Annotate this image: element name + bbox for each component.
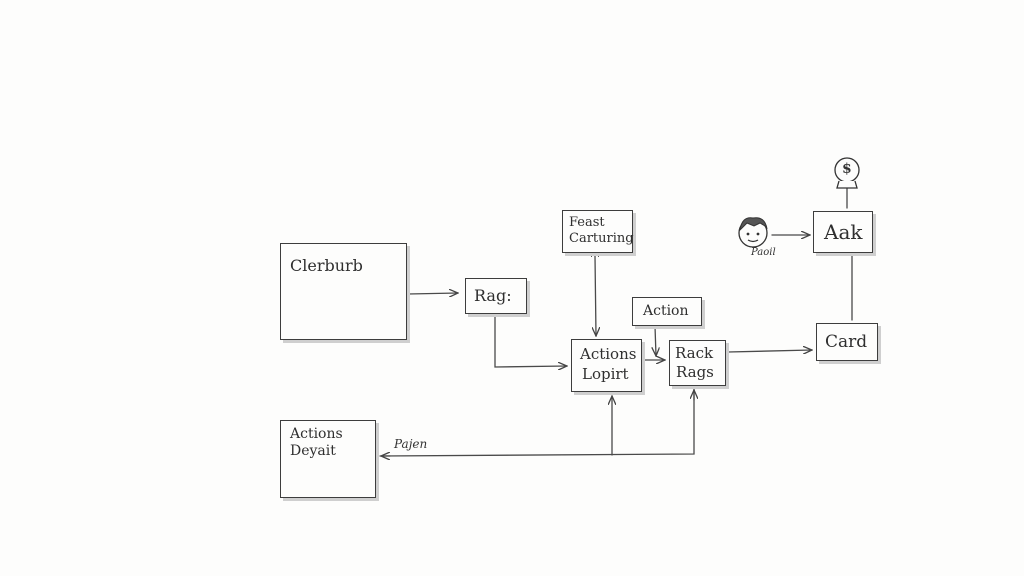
person-label: Paoil: [751, 247, 776, 258]
node-feast-line2: Carturing: [569, 231, 634, 246]
node-feast-carturing[interactable]: Feast Carturing: [562, 210, 634, 253]
edge-clerburb-rag: [407, 293, 458, 294]
money-symbol: $: [842, 161, 852, 177]
node-rack-rags-line1: Rack: [675, 344, 714, 362]
edge-feast-actions-lopirt: [595, 256, 596, 336]
node-rack-rags-line2: Rags: [676, 363, 714, 381]
node-rag[interactable]: Rag:: [465, 278, 527, 314]
edge-label-pajen: Pajen: [394, 437, 428, 451]
node-card[interactable]: Card: [816, 323, 878, 361]
node-actions-deyait-line1: Actions: [290, 426, 343, 442]
node-action-label: Action: [643, 303, 689, 319]
node-actions-deyait-line2: Deyait: [290, 443, 336, 459]
edge-action-rack-rags: [655, 325, 656, 356]
edge-rack-rags-card: [727, 350, 812, 352]
node-action[interactable]: Action: [632, 297, 702, 326]
node-rag-label: Rag:: [474, 286, 512, 305]
node-rack-rags[interactable]: Rack Rags: [669, 340, 726, 386]
person-icon: [738, 217, 768, 248]
node-actions-lopirt-line2: Lopirt: [582, 365, 629, 383]
edge-rag-actions-lopirt: [494, 313, 567, 367]
node-actions-lopirt-line1: Actions: [580, 345, 637, 363]
node-feast-line1: Feast: [569, 215, 605, 230]
node-actions-lopirt[interactable]: Actions Lopirt: [571, 339, 642, 392]
node-clerburb[interactable]: Clerburb: [280, 243, 407, 340]
node-clerburb-title: Clerburb: [290, 256, 363, 275]
money-icon: [834, 157, 860, 189]
node-aak-label: Aak: [824, 220, 863, 244]
node-card-label: Card: [825, 332, 868, 352]
node-actions-deyait[interactable]: Actions Deyait: [280, 420, 376, 498]
node-aak[interactable]: Aak: [813, 211, 873, 253]
edge-bus: [379, 387, 695, 457]
